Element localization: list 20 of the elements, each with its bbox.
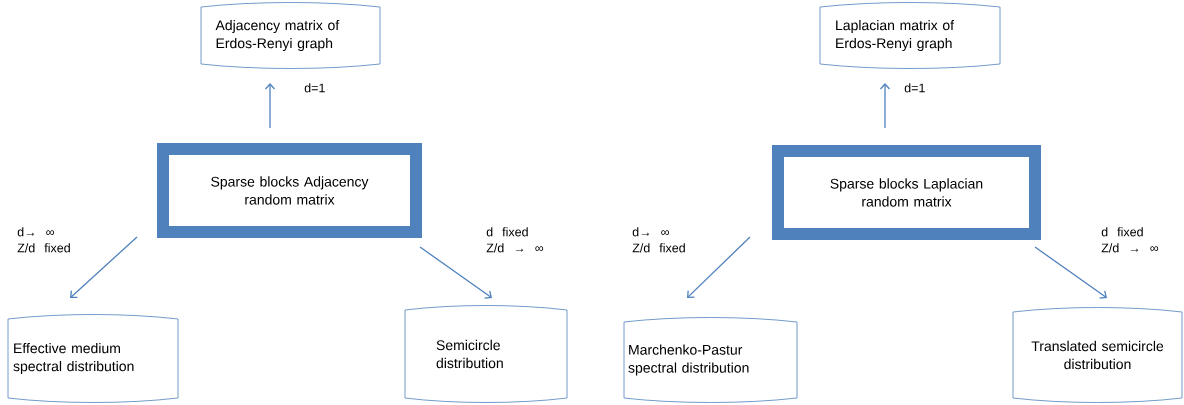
- arrow: [419, 246, 492, 299]
- cylinder-box: Translated semicircle distribution: [1012, 307, 1183, 403]
- edge-label: d fixed Z/d → ∞: [486, 227, 544, 253]
- cylinder-box: Laplacian matrix of Erdos-Renyi graph: [819, 2, 1001, 69]
- cylinder-box: Effective medium spectral distribution: [7, 314, 179, 403]
- edge-label: d→ ∞ Z/d fixed: [632, 227, 685, 253]
- cylinder-box: Semicircle distribution: [404, 305, 568, 403]
- process-box: Sparse blocks Laplacian random matrix: [772, 145, 1041, 240]
- edge-label: d→ ∞ Z/d fixed: [17, 227, 70, 253]
- arrow: [879, 83, 891, 129]
- arrow: [70, 236, 138, 298]
- arrow: [1034, 246, 1107, 299]
- process-box: Sparse blocks Adjacency random matrix: [157, 143, 422, 238]
- cylinder-box: Marchenko-Pastur spectral distribution: [623, 317, 798, 403]
- cylinder-box: Adjacency matrix of Erdos-Renyi graph: [200, 2, 381, 69]
- edge-label: d=1: [304, 83, 325, 93]
- edge-label: d fixed Z/d → ∞: [1101, 227, 1159, 253]
- edge-label: d=1: [904, 83, 925, 93]
- arrow: [264, 83, 276, 129]
- arrow: [687, 236, 751, 298]
